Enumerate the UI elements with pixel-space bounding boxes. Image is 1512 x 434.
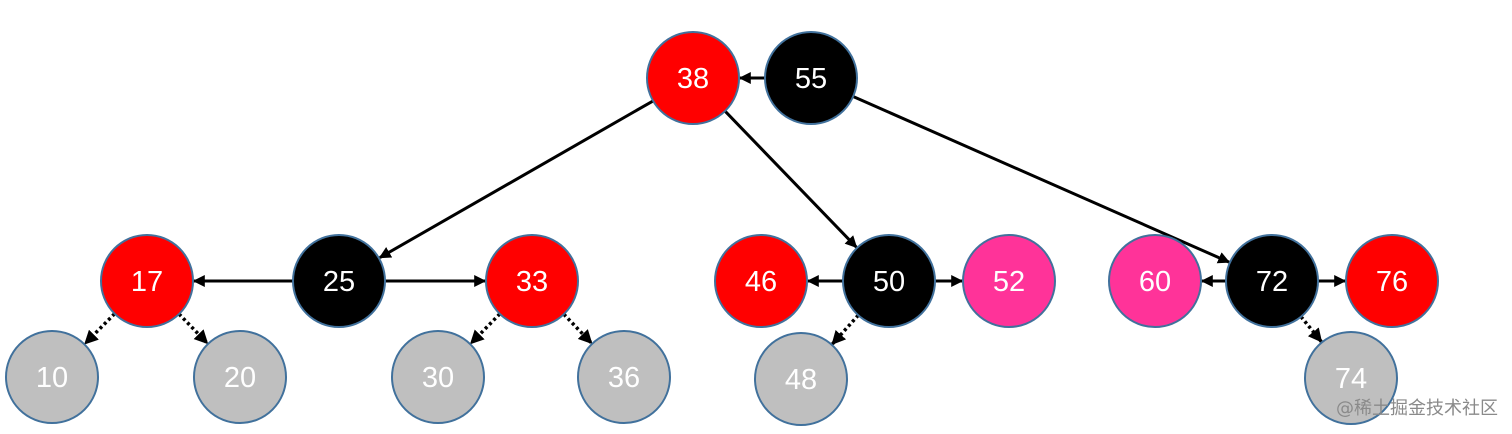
edge-55-to-72 [852,95,1231,264]
node-label: 17 [131,266,163,298]
node-circle-gray [5,330,99,424]
nodes-layer: 38 55 17 25 33 46 50 52 60 72 76 10 20 30 36 48 74 [5,31,1439,426]
node-label: 20 [224,362,256,394]
node-label: 50 [873,266,905,298]
tree-node-76: 76 [1345,234,1439,328]
node-label: 72 [1256,266,1288,298]
edge-17-to-10-dotted [83,312,116,345]
node-label: 25 [323,266,355,298]
node-label: 76 [1376,266,1408,298]
node-label: 74 [1335,363,1367,395]
edge-33-to-30-dotted [469,312,502,345]
node-circle-black [1225,234,1319,328]
tree-node-60: 60 [1108,234,1202,328]
edge-72-to-74-dotted [1299,315,1323,343]
tree-node-20: 20 [193,330,287,424]
tree-node-36: 36 [577,330,671,424]
node-label: 38 [677,63,709,95]
edges-layer [83,72,1347,346]
tree-node-38: 38 [646,31,740,125]
node-circle-black [764,31,858,125]
node-circle-gray [1304,331,1398,425]
node-label: 52 [993,266,1025,298]
node-circle-red [714,234,808,328]
tree-node-72: 72 [1225,234,1319,328]
node-label: 10 [36,362,68,394]
tree-node-55: 55 [764,31,858,125]
edge-50-to-48-dotted [831,314,860,346]
edge-38-to-25 [378,99,654,259]
node-circle-black [842,234,936,328]
node-circle-pink [962,234,1056,328]
node-label: 60 [1139,266,1171,298]
node-circle-red [100,234,194,328]
edge-38-to-50 [723,110,858,249]
node-circle-gray [391,330,485,424]
tree-node-50: 50 [842,234,936,328]
node-circle-gray [754,332,848,426]
node-circle-gray [577,330,671,424]
tree-node-30: 30 [391,330,485,424]
node-circle-red [646,31,740,125]
node-circle-gray [193,330,287,424]
node-circle-red [485,234,579,328]
tree-node-10: 10 [5,330,99,424]
tree-node-33: 33 [485,234,579,328]
edge-33-to-36-dotted [562,312,593,345]
tree-node-17: 17 [100,234,194,328]
node-label: 33 [516,266,548,298]
watermark-text: @稀土掘金技术社区 [1336,398,1498,419]
tree-node-48: 48 [754,332,848,426]
edge-17-to-20-dotted [177,312,209,345]
node-circle-black [292,234,386,328]
tree-node-25: 25 [292,234,386,328]
tree-node-52: 52 [962,234,1056,328]
node-label: 55 [795,63,827,95]
node-circle-pink [1108,234,1202,328]
node-label: 30 [422,362,454,394]
tree-node-46: 46 [714,234,808,328]
node-circle-red [1345,234,1439,328]
node-label: 46 [745,266,777,298]
tree-node-74: 74 [1304,331,1398,425]
node-label: 48 [785,364,817,396]
node-label: 36 [608,362,640,394]
